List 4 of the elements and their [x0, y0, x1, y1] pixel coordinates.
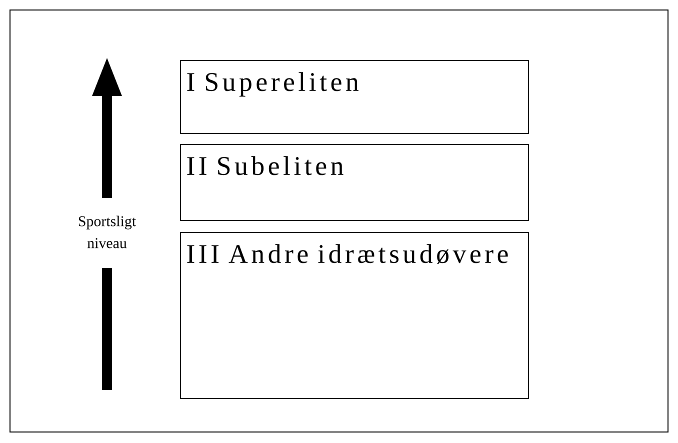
axis-label: Sportsligt niveau	[78, 216, 136, 248]
level-box: III Andre idrætsudøvere	[180, 232, 529, 399]
level-box: I Supereliten	[180, 60, 529, 134]
level-box: II Subeliten	[180, 144, 529, 221]
